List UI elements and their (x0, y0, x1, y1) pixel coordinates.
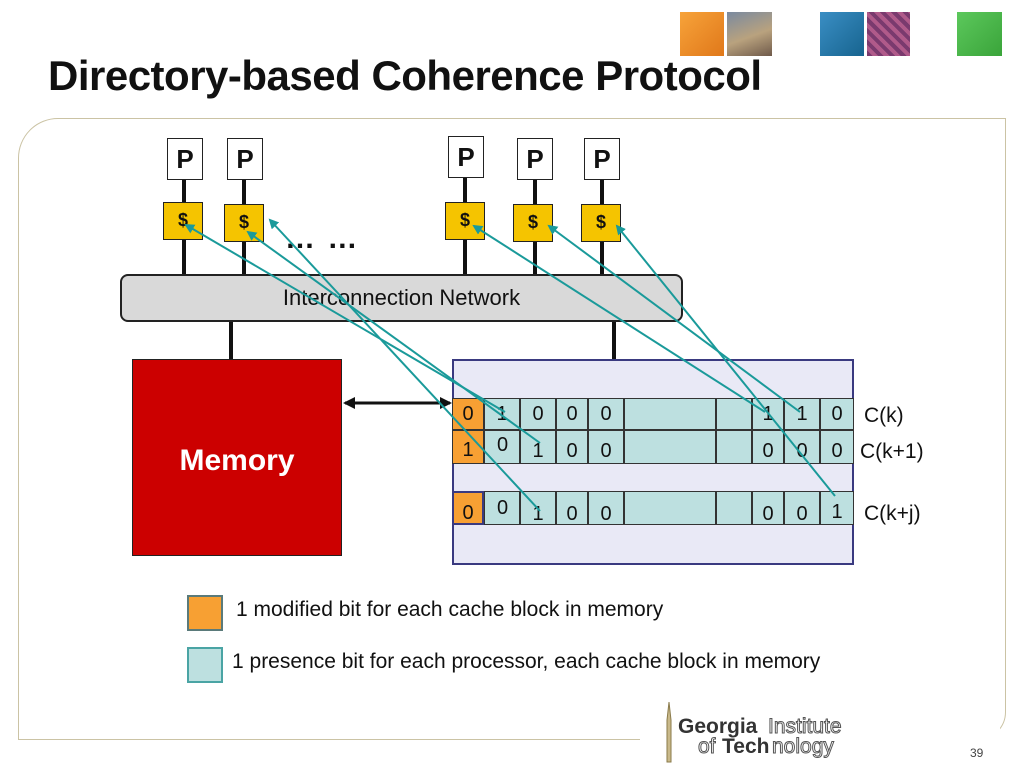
page-number: 39 (970, 746, 984, 760)
network-memory-connector (229, 320, 233, 360)
modified-bit: 0 (452, 398, 484, 430)
presence-bit: 0 (588, 430, 624, 464)
row-label-ck1: C(k+1) (860, 440, 924, 463)
logo-tech: Tech (722, 735, 770, 758)
presence-bit (716, 398, 752, 430)
presence-pointer-arrow (472, 224, 766, 413)
presence-bit (624, 398, 716, 430)
presence-bit: 0 (588, 398, 624, 430)
presence-bit: 0 (820, 430, 854, 464)
presence-bit (484, 491, 520, 525)
cache: $ (224, 204, 264, 242)
logo-institute: Institute (768, 715, 843, 738)
interconnection-network: Interconnection Network (120, 274, 683, 322)
presence-bit: 0 (520, 398, 556, 430)
decor-circuit-photo (867, 12, 910, 56)
presence-bit: 0 (588, 491, 624, 525)
processor: P (227, 138, 263, 180)
memory-block: Memory (132, 359, 342, 556)
logo-georgia: Georgia (678, 715, 758, 738)
logo-spire-icon (666, 701, 672, 763)
row-label-ck: C(k) (864, 404, 904, 427)
presence-pointer-arrow (547, 224, 801, 413)
presence-bit: 0 (784, 430, 820, 464)
presence-bit: 0 (556, 398, 588, 430)
presence-bit: 0 (752, 430, 784, 464)
presence-bit-value: 0 (497, 497, 509, 519)
content-frame (18, 118, 1006, 740)
presence-bit (716, 491, 752, 525)
decor-campus-photo (727, 12, 772, 56)
georgia-tech-logo: Georgia Institute of Tech nology (660, 700, 890, 764)
presence-bit (716, 430, 752, 464)
presence-bit (624, 430, 716, 464)
presence-bit (624, 491, 716, 525)
decor-blue-tile (820, 12, 864, 56)
presence-pointer-arrow (246, 230, 541, 444)
decor-orange-tile (680, 12, 724, 56)
cache: $ (581, 204, 621, 242)
row-label-ckj: C(k+j) (864, 502, 921, 525)
modified-bit: 0 (452, 491, 484, 525)
presence-bit: 0 (752, 491, 784, 525)
processor: P (584, 138, 620, 180)
legend-presence-swatch (187, 647, 223, 683)
presence-bit: 0 (556, 430, 588, 464)
decor-green-tile (957, 12, 1002, 56)
processor: P (448, 136, 484, 178)
frame-cover (640, 690, 1000, 760)
presence-pointer-arrow (268, 218, 541, 512)
presence-bit-value: 0 (497, 434, 509, 456)
legend-modified-swatch (187, 595, 223, 631)
modified-bit: 1 (452, 430, 484, 464)
presence-bit: 1 (820, 491, 854, 525)
processor: P (167, 138, 203, 180)
legend-presence-text: 1 presence bit for each processor, each … (232, 650, 821, 673)
presence-bit: 0 (556, 491, 588, 525)
presence-bit: 1 (784, 398, 820, 430)
cache: $ (163, 202, 203, 240)
presence-pointer-arrow (615, 224, 836, 497)
processor: P (517, 138, 553, 180)
presence-bit: 1 (520, 430, 556, 464)
logo-of: of (698, 735, 716, 758)
logo-nology: nology (772, 735, 835, 758)
presence-pointer-arrow (184, 223, 506, 413)
presence-bit: 0 (820, 398, 854, 430)
network-directory-connector (612, 320, 616, 360)
cache: $ (513, 204, 553, 242)
presence-bit: 0 (784, 491, 820, 525)
legend-modified-text: 1 modified bit for each cache block in m… (236, 598, 664, 621)
slide-title: Directory-based Coherence Protocol (48, 52, 762, 99)
